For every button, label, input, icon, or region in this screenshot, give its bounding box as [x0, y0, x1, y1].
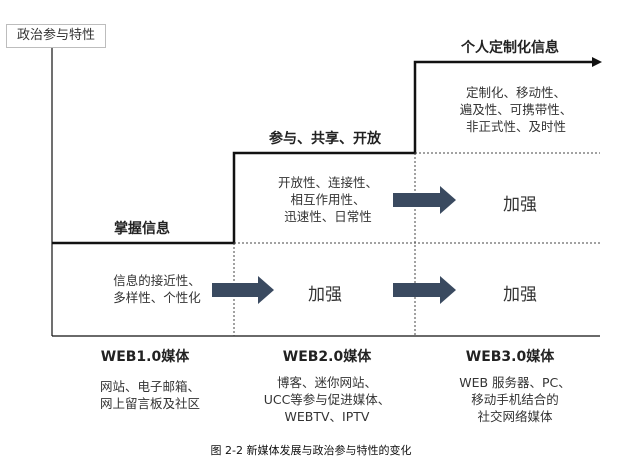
traits-web1-line: 多样性、个性化 [113, 290, 201, 305]
media-desc-web2-line: WEBTV、IPTV [284, 409, 370, 424]
enhance-arrow-2 [393, 276, 456, 304]
media-desc-web2-line: UCC等参与促进媒体、 [263, 392, 391, 407]
media-desc-web1-line: 网站、电子邮箱、 [99, 379, 200, 394]
traits-web1-line: 信息的接近性、 [113, 273, 201, 288]
media-desc-web1: 网站、电子邮箱、 网上留言板及社区 [80, 378, 220, 412]
traits-web3-line: 定制化、移动性、 [465, 85, 566, 100]
enhance-web3-lower: 加强 [503, 285, 537, 305]
media-desc-web3-line: 社交网络媒体 [477, 409, 553, 424]
traits-web2-line: 相互作用性、 [290, 192, 366, 207]
figure-caption: 图 2-2 新媒体发展与政治参与特性的变化 [210, 444, 412, 457]
media-desc-web1-line: 网上留言板及社区 [99, 396, 200, 411]
traits-web2-line: 开放性、连接性、 [277, 175, 378, 190]
media-title-web2: WEB2.0媒体 [282, 349, 372, 365]
enhance-arrow-1 [212, 276, 274, 304]
traits-web2-line: 迅速性、日常性 [284, 209, 372, 224]
media-desc-web3-line: 移动手机结合的 [471, 392, 559, 407]
enhance-web3-upper: 加强 [503, 195, 537, 215]
stage-title-3: 个人定制化信息 [461, 40, 559, 56]
y-axis-label: 政治参与特性 [6, 24, 106, 48]
media-title-web3: WEB3.0媒体 [465, 349, 555, 365]
enhance-arrow-3 [393, 186, 456, 214]
stage-title-1: 掌握信息 [114, 221, 170, 237]
traits-web3-line: 非正式性、及时性 [465, 119, 566, 134]
media-desc-web2: 博客、迷你网站、 UCC等参与促进媒体、 WEBTV、IPTV [252, 374, 402, 425]
traits-web3-line: 遍及性、可携带性、 [459, 102, 573, 117]
stage-title-2: 参与、共享、开放 [269, 131, 381, 147]
traits-web2: 开放性、连接性、 相互作用性、 迅速性、日常性 [262, 174, 394, 225]
media-desc-web2-line: 博客、迷你网站、 [276, 375, 377, 390]
enhance-web2: 加强 [308, 285, 342, 305]
traits-web1: 信息的接近性、 多样性、个性化 [92, 272, 222, 306]
staircase-line [52, 60, 592, 245]
staircase-arrowhead [592, 57, 602, 67]
media-desc-web3-line: WEB 服务器、PC、 [459, 375, 571, 390]
media-title-web1: WEB1.0媒体 [100, 349, 190, 365]
traits-web3: 定制化、移动性、 遍及性、可携带性、 非正式性、及时性 [441, 84, 591, 135]
media-desc-web3: WEB 服务器、PC、 移动手机结合的 社交网络媒体 [440, 374, 590, 425]
